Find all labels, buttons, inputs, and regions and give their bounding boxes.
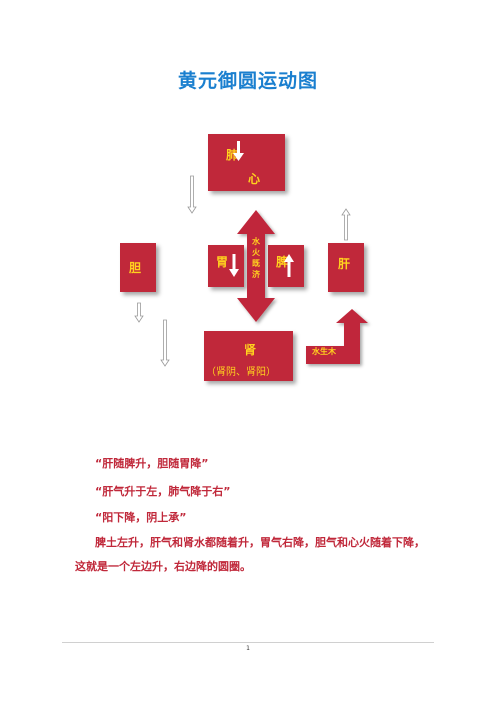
lung-heart-box: 肺 心 [208,134,285,191]
text-paragraph: 脾土左升，肝气和肾水都随着升，胃气右降，胆气和心火随着下降，这就是一个左边升，右… [75,536,425,573]
liver-label: 肝 [338,257,351,271]
water-fire-char: 火 [252,248,260,257]
left-bottom-down-arrow [160,319,170,367]
gallbladder-box: 胆 [120,243,156,292]
lung-down-arrow [233,141,244,161]
liver-box: 肝 [328,243,364,292]
lung-label: 肺 [226,148,239,162]
water-fire-char: 既 [252,259,260,268]
water-wood-label: 水生木 [312,347,336,356]
text-line-2: “肝气升于左，肺气降于右” [95,485,231,498]
page-title: 黄元御圆运动图 [177,70,318,92]
kidney-sub-label: （肾阴、肾阳） [206,367,276,378]
gallbladder-down-arrow [134,302,144,323]
stomach-box: 胃 [208,245,244,287]
text-line-3: “阳下降，阴上承” [95,511,187,524]
spleen-label: 脾 [276,255,289,269]
kidney-box: 肾 （肾阴、肾阳） [204,331,293,381]
page-number: 1 [246,645,250,652]
water-fire-double-arrow [237,210,275,322]
kidney-label: 肾 [244,343,257,357]
stomach-label: 胃 [216,255,229,269]
water-wood-arrow [306,309,368,364]
water-fire-label: 水 火 既 济 [250,236,262,280]
text-line-1: “肝随脾升，胆随胃降” [95,457,209,470]
gallbladder-label: 胆 [129,261,142,275]
right-top-up-arrow [341,208,351,241]
heart-label: 心 [248,172,261,186]
left-top-down-arrow [187,175,197,214]
water-fire-char: 水 [252,237,260,246]
footer-divider [62,642,434,643]
water-fire-char: 济 [252,270,260,279]
stomach-down-arrow [229,254,239,277]
spleen-up-arrow [284,254,294,277]
spleen-box: 脾 [268,245,304,287]
